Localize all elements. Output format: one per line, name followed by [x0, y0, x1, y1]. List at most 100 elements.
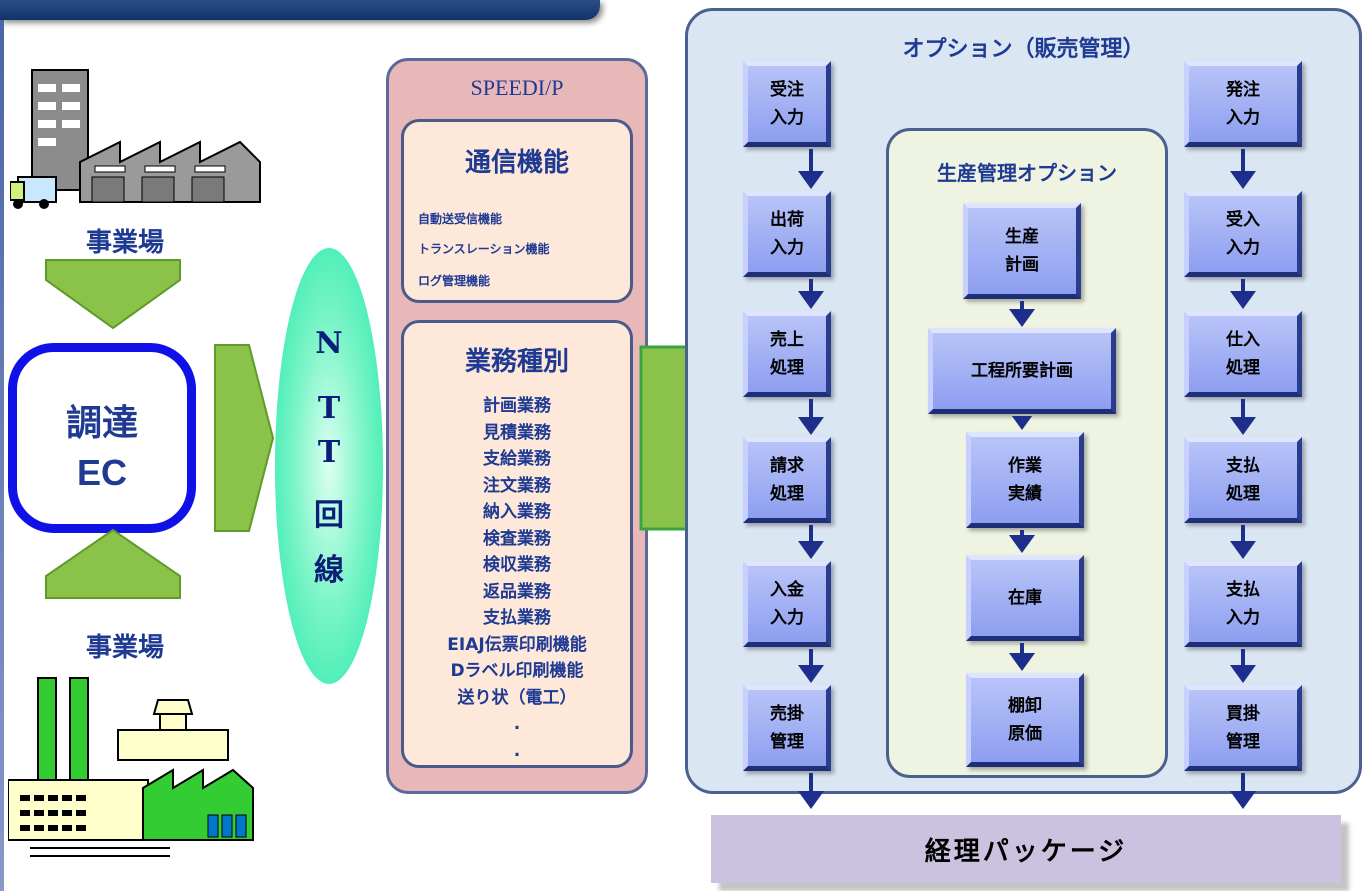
down-arrow-icon [798, 773, 824, 809]
sales-step-box: 出荷入力 [743, 191, 831, 277]
production-step-box-text: 計画 [1005, 255, 1039, 275]
procurement-ec-box: 調達 EC [8, 343, 196, 533]
down-arrow-icon [1009, 643, 1035, 671]
production-step-box: 作業実績 [966, 432, 1084, 528]
down-arrow-icon [1230, 279, 1256, 309]
production-step-box-text: 原価 [1008, 724, 1042, 744]
down-arrow-icon [798, 279, 824, 309]
site-label-bottom: 事業場 [85, 633, 164, 663]
production-title: 生産管理オプション [937, 161, 1117, 185]
ntt-char-4: 回 [314, 498, 344, 533]
purchase-step-box-text: 支払 [1226, 580, 1260, 600]
business-item: 返品業務 [483, 581, 551, 602]
business-type-title: 業務種別 [464, 347, 569, 377]
production-step-box-text: 作業 [1008, 456, 1042, 476]
ntt-char-1: N [315, 326, 343, 361]
down-arrow-icon [1230, 649, 1256, 683]
speedi-title: SPEEDI/P [470, 75, 564, 100]
sales-step-box-text: 出荷 [770, 210, 804, 230]
business-item: 支払業務 [483, 608, 551, 628]
production-step-box-text: 在庫 [1008, 588, 1042, 608]
purchase-step-box: 仕入処理 [1184, 311, 1302, 397]
sales-step-box-text: 受注 [770, 80, 804, 100]
down-arrow-icon [1009, 301, 1035, 327]
title-bar [0, 0, 600, 20]
speedi-panel: SPEEDI/P 通信機能 自動送受信機能 トランスレーション機能 ログ管理機能… [386, 58, 648, 794]
business-item: 計画業務 [483, 396, 551, 416]
production-step-box-text: 棚卸 [1008, 696, 1042, 716]
business-item: 見積業務 [483, 422, 551, 443]
sales-step-box-text: 請求 [770, 456, 804, 476]
business-item: 注文業務 [483, 475, 551, 496]
purchase-step-box-text: 支払 [1226, 456, 1260, 476]
sales-step-box: 受注入力 [743, 61, 831, 147]
sales-step-box-text: 入金 [770, 580, 804, 600]
production-step-box-text: 実績 [1008, 484, 1042, 504]
sales-step-box-text: 入力 [770, 108, 804, 128]
down-arrow-icon [1230, 149, 1256, 189]
sales-step-box-text: 処理 [770, 484, 804, 504]
comm-item: ログ管理機能 [418, 274, 491, 288]
sales-step-box: 入金入力 [743, 561, 831, 647]
factory-icon [8, 677, 254, 857]
business-item: 納入業務 [483, 502, 551, 522]
production-step-box: 在庫 [966, 555, 1084, 641]
left-edge-strip [0, 20, 4, 891]
business-item: . [513, 714, 521, 734]
purchase-step-box: 支払入力 [1184, 561, 1302, 647]
ntt-line-ellipse: N T T 回 線 [275, 248, 383, 684]
production-step-box-text: 工程所要計画 [971, 361, 1073, 381]
sales-step-box: 売掛管理 [743, 685, 831, 771]
down-arrow-icon [1011, 416, 1033, 430]
purchase-step-box-text: 仕入 [1226, 330, 1260, 350]
down-arrow-icon [798, 525, 824, 559]
comm-item: 自動送受信機能 [418, 212, 503, 226]
sales-step-box-text: 処理 [770, 358, 804, 378]
purchase-step-box: 受入入力 [1184, 191, 1302, 277]
down-arrow-icon [45, 259, 181, 330]
down-arrow-icon [1230, 399, 1256, 435]
ntt-char-2: T [317, 391, 341, 426]
sales-step-box-text: 入力 [770, 238, 804, 258]
purchase-step-box-text: 買掛 [1226, 704, 1260, 724]
communication-panel: 通信機能 自動送受信機能 トランスレーション機能 ログ管理機能 [401, 119, 633, 303]
sales-step-box: 請求処理 [743, 437, 831, 523]
ec-label-line2: EC [76, 452, 127, 493]
purchase-step-box-text: 入力 [1226, 108, 1260, 128]
sales-step-box-text: 入力 [770, 608, 804, 628]
ntt-char-3: T [317, 435, 341, 470]
purchase-step-box-text: 入力 [1226, 608, 1260, 628]
business-type-panel: 業務種別 計画業務見積業務支給業務注文業務納入業務検査業務検収業務返品業務支払業… [401, 320, 633, 768]
down-arrow-icon [798, 399, 824, 435]
business-item: 支給業務 [483, 449, 551, 469]
communication-title: 通信機能 [464, 148, 569, 178]
down-arrow-icon [1230, 525, 1256, 559]
sales-step-box-text: 売上 [770, 330, 804, 350]
business-item: Dラベル印刷機能 [450, 661, 584, 681]
ntt-char-5: 線 [314, 553, 344, 588]
site-label-top: 事業場 [85, 228, 164, 258]
purchase-step-box-text: 受入 [1226, 210, 1260, 230]
production-step-box: 工程所要計画 [928, 328, 1116, 414]
right-arrow-icon [214, 344, 275, 532]
production-step-box: 棚卸原価 [966, 673, 1084, 767]
production-step-box-text: 生産 [1005, 227, 1039, 247]
purchase-step-box-text: 入力 [1226, 238, 1260, 258]
purchase-step-box-text: 処理 [1226, 484, 1260, 504]
sales-step-box-text: 売掛 [770, 704, 804, 724]
up-arrow-icon [45, 528, 181, 599]
down-arrow-icon [1009, 530, 1035, 553]
purchase-step-box: 発注入力 [1184, 61, 1302, 147]
accounting-package-box: 経理パッケージ [711, 815, 1341, 883]
down-arrow-icon [1230, 773, 1256, 809]
business-item: . [513, 740, 521, 761]
production-step-box: 生産計画 [963, 203, 1081, 299]
purchase-step-box-text: 処理 [1226, 358, 1260, 378]
purchase-step-box-text: 管理 [1226, 732, 1260, 752]
ec-label-line1: 調達 [65, 403, 138, 444]
purchase-step-box-text: 発注 [1226, 80, 1260, 100]
purchase-step-box: 買掛管理 [1184, 685, 1302, 771]
option-title: オプション（販売管理） [902, 37, 1145, 62]
business-item: 検収業務 [483, 555, 551, 575]
